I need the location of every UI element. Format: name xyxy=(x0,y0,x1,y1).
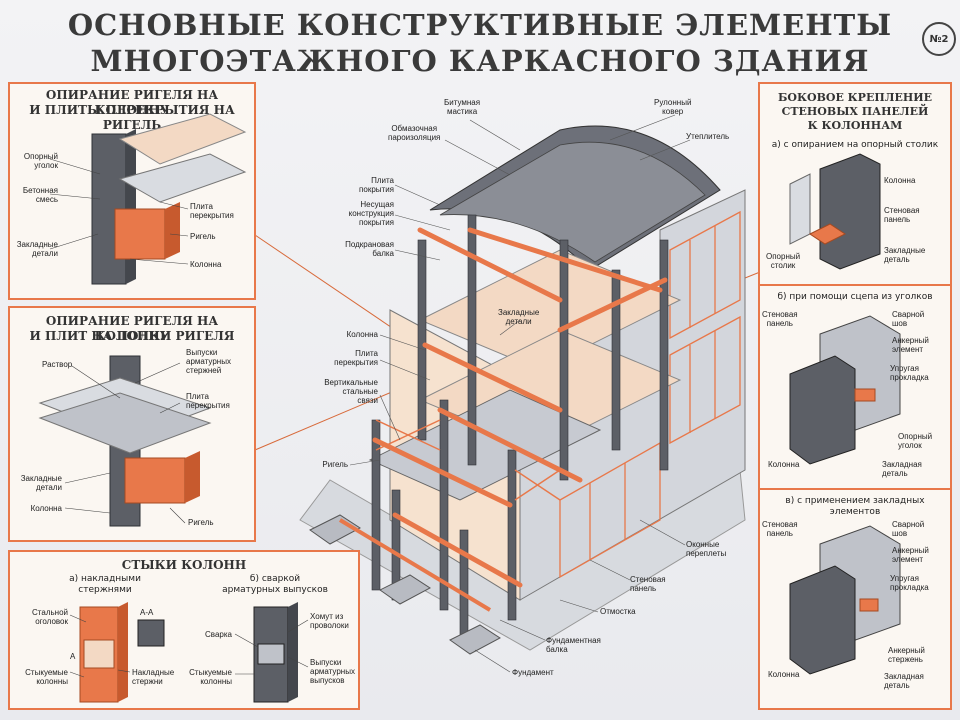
panel4-divider-2 xyxy=(760,488,950,490)
panel1-illustration xyxy=(49,113,247,285)
panel2-label-floor-slab: Плита перекрытия xyxy=(186,392,230,410)
panel3-label-welding: Сварка xyxy=(205,630,232,639)
panel4-sub-a: а) с опиранием на опорный столик xyxy=(771,140,939,150)
panel3-label-joined-a: Стыкуемые колонны xyxy=(25,668,68,686)
panel4-heading-line3: К КОЛОННАМ xyxy=(807,119,903,132)
panel4c-label-weld-seam: Сварной шов xyxy=(892,520,925,538)
panel4c-label-wall-panel: Стеновая панель xyxy=(762,520,798,538)
label-crane-beam: Подкрановая балка xyxy=(345,240,394,258)
panel4a-label-embedded: Закладные деталь xyxy=(884,246,926,264)
page-title-line1: ОСНОВНЫЕ КОНСТРУКТИВНЫЕ ЭЛЕМЕНТЫ xyxy=(67,8,893,42)
label-foundation-beam: Фундаментная балка xyxy=(546,636,601,654)
panel4b-label-support-angle: Опорный уголок xyxy=(898,432,933,450)
panel3-heading: СТЫКИ КОЛОНН xyxy=(121,558,247,572)
label-roll-cover: Рулонный ковер xyxy=(654,98,692,116)
panel3-label-joined-b: Стыкуемые колонны xyxy=(189,668,232,686)
leader-lines-building xyxy=(349,114,691,673)
panel2-label-crossbar: Ригель xyxy=(188,518,214,527)
panel1-label-column: Колонна xyxy=(190,260,222,269)
label-vapor-barrier: Обмазочная пароизоляция xyxy=(388,124,441,142)
crossbars xyxy=(372,227,668,588)
panel3-label-a-mark: А xyxy=(70,652,76,661)
panel4-heading-line2: СТЕНОВЫХ ПАНЕЛЕЙ xyxy=(781,105,929,118)
label-wall-panel: Стеновая панель xyxy=(630,575,666,593)
panel3-illustration xyxy=(69,602,309,703)
roof-insulation xyxy=(439,141,706,263)
panel3-label-wire-clamp: Хомут из проволоки xyxy=(310,612,349,630)
panel4b-label-embedded: Закладная деталь xyxy=(882,460,922,478)
panel4c-label-anchor: Анкерный элемент xyxy=(892,546,929,564)
panel-beam-on-column: ОПИРАНИЕ РИГЕЛЯ НА КОЛОННУ И ПЛИТЫ ПЕРЕК… xyxy=(8,82,256,300)
foundation-beam xyxy=(338,518,492,612)
columns xyxy=(371,214,669,641)
panel3-sub-b: б) сваркой арматурных выпусков xyxy=(222,574,328,595)
panel4b-label-anchor: Анкерный элемент xyxy=(892,336,929,354)
panel4-heading-line1: БОКОВОЕ КРЕПЛЕНИЕ xyxy=(778,91,932,104)
panel2-illustration xyxy=(38,355,212,527)
panel4b-label-elastic-pad: Упругая прокладка xyxy=(890,364,929,382)
panel2-label-column: Колонна xyxy=(30,504,62,513)
label-floor-slab: Плита перекрытия xyxy=(334,349,378,367)
panel4c-label-anchor-rod: Анкерный стержень xyxy=(888,646,925,664)
panel3-label-steel-cap: Стальной оголовок xyxy=(32,608,68,626)
label-bitumen: Битумная мастика xyxy=(444,98,481,116)
panel4a-label-wall-panel: Стеновая панель xyxy=(884,206,920,224)
panel2-heading-line2: И ПЛИТ НА ПОЛКИ РИГЕЛЯ xyxy=(29,329,235,343)
panel4-divider-1 xyxy=(760,284,950,286)
window-frames xyxy=(559,210,741,579)
label-vertical-ties: Вертикальные стальные связи xyxy=(324,378,378,405)
label-column: Колонна xyxy=(346,330,378,339)
panel2-label-mortar: Раствор xyxy=(42,360,73,369)
panel1-label-floor-slab: Плита перекрытия xyxy=(190,202,234,220)
panel4c-label-elastic-pad: Упругая прокладка xyxy=(890,574,929,592)
panel4b-label-wall-panel: Стеновая панель xyxy=(762,310,798,328)
panel4b-label-weld-seam: Сварной шов xyxy=(892,310,925,328)
panel1-label-crossbar: Ригель xyxy=(190,232,216,241)
label-embedded-parts: Закладные детали xyxy=(498,308,540,326)
panel3-label-overlay-bars: Накладные стержни xyxy=(132,668,175,686)
panel4a-label-column: Колонна xyxy=(884,176,916,185)
panel1-heading-line2: И ПЛИТЫ ПЕРЕКРЫТИЯ НА РИГЕЛЬ xyxy=(29,103,235,132)
label-blind-area: Отмостка xyxy=(600,607,636,616)
panel-beam-shelf: ОПИРАНИЕ РИГЕЛЯ НА КОЛОННУ И ПЛИТ НА ПОЛ… xyxy=(8,306,256,542)
label-crossbar: Ригель xyxy=(322,460,348,469)
panel2-heading-line1: ОПИРАНИЕ РИГЕЛЯ НА КОЛОННУ xyxy=(45,314,219,343)
panel-side-fastening: БОКОВОЕ КРЕПЛЕНИЕ СТЕНОВЫХ ПАНЕЛЕЙ К КОЛ… xyxy=(758,82,952,710)
poster-number-badge: №2 xyxy=(922,22,956,56)
panel1-label-support-angle: Опорный уголок xyxy=(23,152,58,170)
panel4a-label-support-table: Опорный столик xyxy=(766,252,801,270)
panel4-illustration xyxy=(789,153,901,675)
panel2-label-embedded: Закладные детали xyxy=(20,474,62,492)
panel3-label-rebar-outlets: Выпуски арматурных выпусков xyxy=(310,658,355,685)
panel3-label-section: А-А xyxy=(140,608,154,617)
panel4-sub-c: в) с применением закладных элементов xyxy=(785,496,925,517)
vertical-ties xyxy=(375,419,561,501)
panel4c-label-column: Колонна xyxy=(768,670,800,679)
panel1-heading-line1: ОПИРАНИЕ РИГЕЛЯ НА КОЛОННУ xyxy=(45,88,219,117)
panel-column-joints: СТЫКИ КОЛОНН а) накладными стержнями б) … xyxy=(8,550,360,710)
panel2-label-rebar-outlets: Выпуски арматурных стержней xyxy=(186,348,231,375)
page-title-line2: МНОГОЭТАЖНОГО КАРКАСНОГО ЗДАНИЯ xyxy=(90,44,870,78)
label-window-frames: Оконные переплеты xyxy=(686,540,727,558)
panel3-sub-a: а) накладными стержнями xyxy=(69,574,141,595)
panel1-label-concrete-mix: Бетонная смесь xyxy=(22,186,58,204)
panel4b-label-column: Колонна xyxy=(768,460,800,469)
panel4c-label-embedded: Закладная деталь xyxy=(884,672,924,690)
label-bearing-structure: Несущая конструкция покрытия xyxy=(348,200,394,227)
panel1-label-embedded: Закладные детали xyxy=(16,240,58,258)
label-insulation: Утеплитель xyxy=(686,132,730,141)
leader-line-panel1 xyxy=(254,234,411,341)
panel4-sub-b: б) при помощи сцепа из уголков xyxy=(777,292,933,302)
label-roof-slab: Плита покрытия xyxy=(359,176,394,194)
label-foundation: Фундамент xyxy=(512,668,554,677)
floor-slab-1 xyxy=(368,389,602,501)
